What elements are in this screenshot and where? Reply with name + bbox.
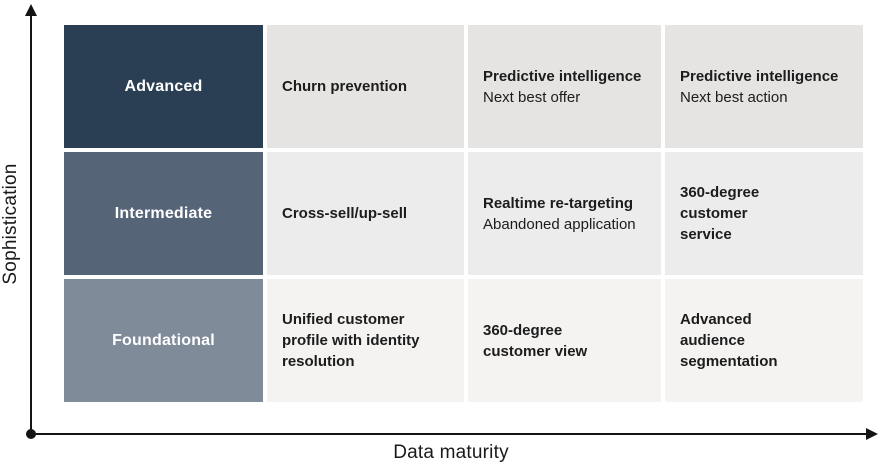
- cell-primary-text: Unified customer profile with identity r…: [282, 311, 420, 370]
- row-label-intermediate: Intermediate: [64, 152, 263, 275]
- x-axis-arrow-icon: [866, 428, 878, 440]
- cell-intermediate-3: 360-degree customer service: [665, 152, 863, 275]
- cell-primary-text: Advanced audience segmentation: [680, 311, 778, 370]
- x-axis-line: [30, 433, 870, 435]
- y-axis-arrow-icon: [25, 4, 37, 16]
- cell-primary-text: Predictive intelligence: [483, 67, 642, 85]
- cell-advanced-2: Predictive intelligence Next best offer: [468, 25, 661, 148]
- y-axis-label: Sophistication: [0, 163, 21, 285]
- cell-foundational-2: 360-degree customer view: [468, 279, 661, 402]
- matrix-grid: Advanced Churn prevention Predictive int…: [64, 25, 863, 402]
- cell-secondary-text: Next best action: [680, 88, 788, 106]
- cell-primary-text: 360-degree customer service: [680, 184, 760, 243]
- cell-intermediate-2: Realtime re-targeting Abandoned applicat…: [468, 152, 661, 275]
- cell-primary-text: Realtime re-targeting: [483, 194, 634, 212]
- cell-foundational-1: Unified customer profile with identity r…: [267, 279, 464, 402]
- x-axis-label: Data maturity: [393, 442, 509, 463]
- y-axis-line: [30, 15, 32, 434]
- cell-primary-text: Predictive intelligence: [680, 67, 839, 85]
- axis-origin-dot-icon: [26, 429, 36, 439]
- cell-advanced-1: Churn prevention: [267, 25, 464, 148]
- cell-primary-text: 360-degree customer view: [483, 321, 588, 360]
- cell-primary-text: Churn prevention: [282, 78, 408, 95]
- row-label-foundational: Foundational: [64, 279, 263, 402]
- row-label-advanced: Advanced: [64, 25, 263, 148]
- cell-secondary-text: Abandoned application: [483, 215, 636, 233]
- row-label-text: Intermediate: [114, 204, 213, 222]
- row-label-text: Foundational: [112, 331, 215, 349]
- cell-foundational-3: Advanced audience segmentation: [665, 279, 863, 402]
- cell-primary-text: Cross-sell/up-sell: [282, 205, 408, 222]
- row-label-text: Advanced: [124, 77, 203, 95]
- cell-secondary-text: Next best offer: [483, 88, 581, 106]
- cell-advanced-3: Predictive intelligence Next best action: [665, 25, 863, 148]
- cell-intermediate-1: Cross-sell/up-sell: [267, 152, 464, 275]
